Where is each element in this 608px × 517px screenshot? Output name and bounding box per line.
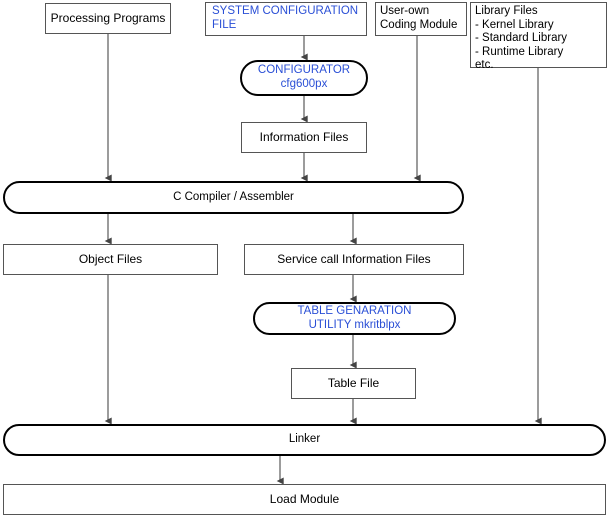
node-library-files[interactable]: Library Files - Kernel Library - Standar… <box>470 2 607 71</box>
node-system-configuration-file[interactable]: SYSTEM CONFIGURATION FILE <box>205 2 367 36</box>
node-label: Library Files - Kernel Library - Standar… <box>475 5 568 72</box>
node-label: TABLE GENARATION UTILITY mkritblpx <box>297 304 412 331</box>
node-object-files[interactable]: Object Files <box>3 244 218 275</box>
node-label: Service call Information Files <box>277 252 431 267</box>
node-user-own-coding-module[interactable]: User-own Coding Module <box>375 2 467 36</box>
node-processing-programs[interactable]: Processing Programs <box>45 3 171 34</box>
node-service-call-information-files[interactable]: Service call Information Files <box>244 244 464 275</box>
node-label: Processing Programs <box>50 11 166 26</box>
node-label: CONFIGURATOR cfg600px <box>257 64 351 90</box>
node-table-generation-utility[interactable]: TABLE GENARATION UTILITY mkritblpx <box>253 302 456 335</box>
node-label: Information Files <box>259 130 349 145</box>
node-label: C Compiler / Assembler <box>173 190 294 203</box>
node-label: SYSTEM CONFIGURATION FILE <box>212 5 359 31</box>
node-label: Object Files <box>78 252 143 267</box>
node-load-module[interactable]: Load Module <box>3 484 606 515</box>
node-configurator[interactable]: CONFIGURATOR cfg600px <box>240 60 368 96</box>
node-label: Load Module <box>269 492 340 507</box>
node-table-file[interactable]: Table File <box>291 368 416 399</box>
node-label: User-own Coding Module <box>380 5 458 31</box>
node-label: Table File <box>327 376 380 391</box>
node-information-files[interactable]: Information Files <box>241 122 367 153</box>
node-label: Linker <box>288 433 321 446</box>
node-linker[interactable]: Linker <box>3 424 606 456</box>
node-c-compiler-assembler[interactable]: C Compiler / Assembler <box>3 181 464 214</box>
